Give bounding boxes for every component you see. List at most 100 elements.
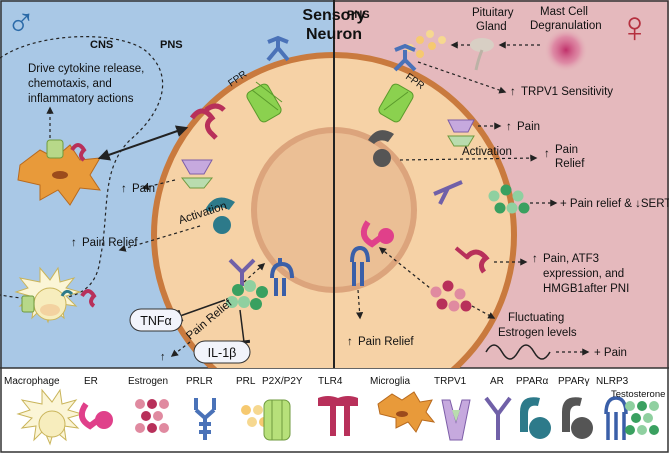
legend: Macrophage ER Estrogen PRLR PRL P2X/P2Y … [4, 376, 665, 446]
fluctuating-line-2: Estrogen levels [498, 327, 577, 339]
female-symbol: ♀ [618, 3, 651, 52]
estrogen-cluster-right [430, 280, 472, 312]
male-symbol: ♂ [6, 1, 36, 45]
right-pain-relief-a-up: ↑ [544, 148, 550, 160]
tlr4-receptor-right [454, 246, 490, 274]
left-pain-up: ↑ [121, 183, 127, 195]
il1b-label: IL-1β [208, 346, 237, 360]
cytokine-text-1: Drive cytokine release, [28, 63, 144, 75]
right-pain-relief-a-1: Pain [555, 144, 578, 156]
legend-ppara-icon [520, 397, 551, 439]
trpv1-up: ↑ [510, 86, 516, 98]
pituitary-line-2: Gland [476, 21, 507, 33]
legend-label: P2X/P2Y [262, 376, 303, 387]
right-pain-label: Pain [517, 121, 540, 133]
trpv1-receptor-left [180, 159, 214, 189]
fluctuating-line-1: Fluctuating [508, 312, 564, 324]
legend-label: TRPV1 [434, 376, 467, 387]
legend-microglia-icon [377, 391, 436, 433]
legend-label: NLRP3 [596, 376, 629, 387]
legend-pparg-icon [562, 397, 593, 439]
right-pain-up: ↑ [506, 121, 512, 133]
right-activation-label: Activation [462, 146, 512, 158]
legend-macrophage-icon [16, 388, 84, 446]
trpv1-label: TRPV1 Sensitivity [521, 86, 613, 98]
inhibit-tnf-line [176, 299, 226, 323]
mast-line-1: Mast Cell [540, 6, 588, 18]
legend-label: PRLR [186, 376, 213, 387]
legend-label: PPARα [516, 376, 548, 387]
legend-testosterone-icon [625, 401, 659, 435]
legend-p2x-icon [263, 399, 291, 441]
cytokine-text-2: chemotaxis, and [28, 78, 112, 90]
sert-text: + Pain relief & ↓SERT [560, 198, 669, 210]
estrogen-wave [485, 344, 551, 360]
er-right [360, 220, 394, 248]
testosterone-cluster-right [488, 184, 530, 214]
right-pain-relief-a-2: Relief [555, 158, 585, 170]
plus-pain-label: + Pain [594, 347, 627, 359]
legend-label: PRL [236, 376, 256, 387]
title-line-1: Sensory [302, 7, 365, 24]
p2x-receptor-left [246, 81, 283, 123]
right-pain-relief-b-up: ↑ [347, 336, 353, 348]
ar-receptor-left [228, 258, 256, 286]
legend-label: ER [84, 376, 98, 387]
atf3-line-2: expression, and [543, 268, 624, 280]
pituitary-line-1: Pituitary [472, 7, 514, 19]
legend-label: Estrogen [128, 376, 168, 387]
mast-cell-icon [544, 28, 588, 72]
legend-tlr4-icon [318, 396, 358, 436]
legend-labels: Macrophage ER Estrogen PRLR PRL P2X/P2Y … [4, 376, 665, 400]
mast-line-2: Degranulation [530, 20, 602, 32]
legend-estrogen-icon [135, 399, 169, 433]
prlr-receptor-right [393, 43, 417, 72]
macrophage-icon-left [14, 266, 97, 324]
tnf-pill [129, 308, 183, 332]
legend-ar-icon [484, 396, 512, 440]
trpv1-receptor-right [447, 119, 475, 147]
pparg-right [368, 130, 394, 167]
tlr4-receptor-left [189, 103, 226, 140]
il1b-pill [193, 340, 251, 364]
legend-prlr-icon [194, 398, 216, 440]
legend-label: Macrophage [4, 376, 60, 387]
microglia-icon [17, 139, 102, 206]
right-pain-relief-b: Pain Relief [358, 336, 414, 348]
atf3-line-3: HMGB1after PNI [543, 283, 629, 295]
right-pns-label: PNS [347, 9, 370, 21]
p2x-receptor-right [378, 83, 414, 123]
title-line-2: Neuron [306, 26, 362, 43]
ar-receptor-right [433, 180, 463, 205]
pituitary-gland-icon [470, 38, 494, 71]
legend-nlrp3-icon [604, 396, 628, 440]
left-pain-relief-label: Pain Relief [82, 237, 138, 249]
legend-label: PPARγ [558, 376, 590, 387]
tnf-label: TNFα [140, 314, 172, 328]
prlr-receptor-left [266, 35, 290, 62]
cns-boundary [0, 36, 164, 300]
legend-label: TLR4 [318, 376, 343, 387]
left-pns-label: PNS [160, 39, 183, 51]
legend-label: AR [490, 376, 504, 387]
legend-label: Microglia [370, 376, 410, 387]
left-small-up: ↑ [160, 351, 166, 363]
nlrp3-left [270, 258, 294, 296]
cytokine-text-3: inflammatory actions [28, 93, 134, 105]
legend-icons [16, 388, 659, 446]
inhibit-il1b-line [237, 309, 251, 345]
cns-label: CNS [90, 39, 113, 51]
atf3-up: ↑ [532, 253, 538, 265]
sensory-neuron [151, 0, 517, 368]
testosterone-cluster [226, 280, 268, 310]
tlr4-microglia-arrow [97, 125, 189, 161]
legend-er-icon [78, 402, 113, 430]
left-pain-label: Pain [132, 183, 155, 195]
nlrp3-right [350, 245, 370, 286]
ppara-left [205, 197, 235, 234]
legend-trpv1-icon [441, 399, 471, 441]
atf3-line-1: Pain, ATF3 [543, 253, 599, 265]
left-pain-relief-up: ↑ [71, 237, 77, 249]
